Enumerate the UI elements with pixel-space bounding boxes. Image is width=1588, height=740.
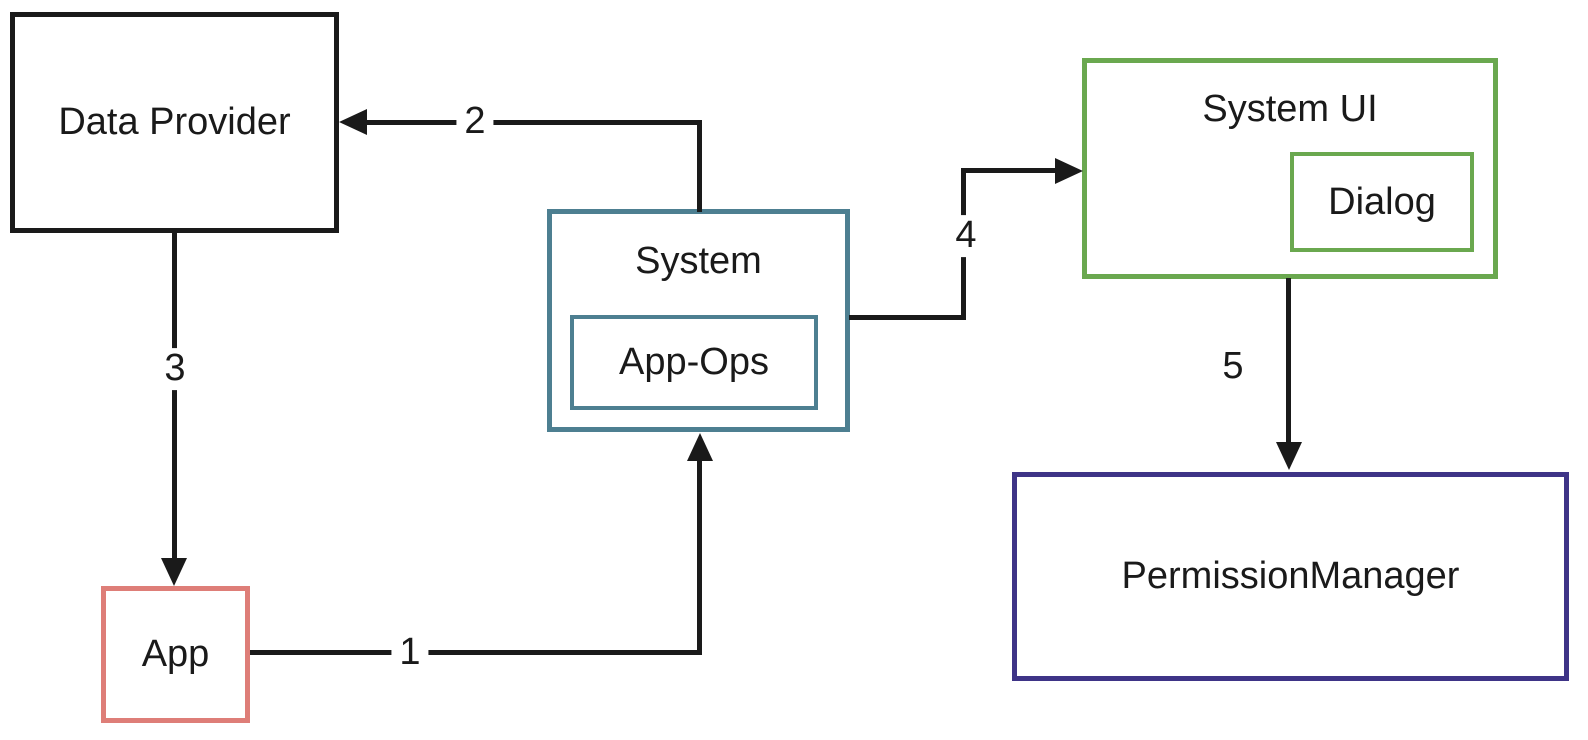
edge-4-upper-horizontal-line: [961, 168, 1057, 173]
app-ops-label: App-Ops: [619, 341, 769, 383]
node-dialog: Dialog: [1290, 152, 1474, 252]
system-label: System: [635, 240, 762, 282]
node-app: App: [101, 586, 250, 723]
data-provider-label: Data Provider: [58, 101, 291, 143]
node-permission-manager: PermissionManager: [1012, 472, 1569, 681]
permission-manager-label: PermissionManager: [1121, 555, 1460, 597]
edge-4-label: 4: [947, 214, 985, 257]
node-data-provider: Data Provider: [10, 12, 339, 233]
edge-2-arrowhead-left-icon: [339, 109, 367, 135]
edge-4-arrowhead-right-icon: [1055, 158, 1083, 184]
system-ui-label: System UI: [1202, 88, 1378, 130]
edge-1-horizontal-line: [250, 650, 702, 655]
dialog-label: Dialog: [1328, 180, 1436, 223]
edge-1-label: 1: [391, 631, 429, 674]
node-system: System App-Ops: [547, 209, 850, 432]
edge-5-label: 5: [1214, 345, 1252, 388]
edge-2-horizontal-line: [364, 120, 702, 125]
edge-4-lower-horizontal-line: [849, 315, 966, 320]
edge-1-arrowhead-up-icon: [687, 433, 713, 461]
edge-2-label: 2: [456, 100, 494, 143]
edge-2-vertical-line: [697, 120, 702, 212]
edge-5-arrowhead-down-icon: [1276, 442, 1302, 470]
edge-3-arrowhead-down-icon: [161, 558, 187, 586]
edge-3-vertical-line: [172, 232, 177, 562]
edge-3-label: 3: [156, 347, 194, 390]
edge-1-vertical-line: [697, 458, 702, 655]
edge-5-vertical-line: [1286, 278, 1291, 445]
node-app-ops: App-Ops: [570, 315, 818, 410]
node-system-ui: System UI Dialog: [1082, 58, 1498, 279]
app-label: App: [141, 633, 210, 675]
